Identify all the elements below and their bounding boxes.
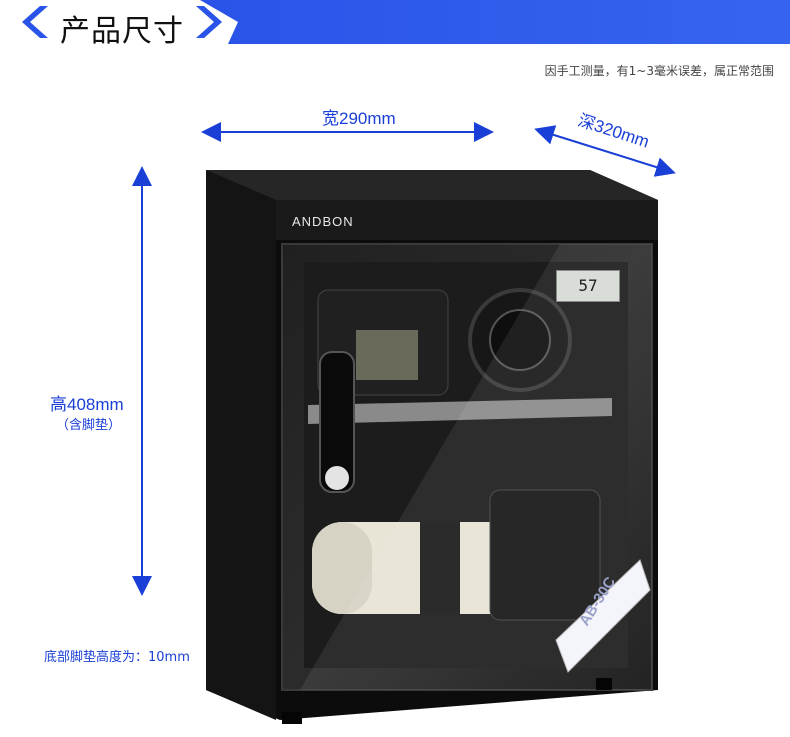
hygrometer-display: 57 bbox=[556, 270, 620, 302]
right-chevron-icon bbox=[196, 6, 222, 38]
left-chevron-icon bbox=[22, 6, 48, 38]
model-tag bbox=[555, 559, 651, 673]
foot-height-label: 底部脚垫高度为：10mm bbox=[44, 650, 190, 665]
depth-arrow bbox=[534, 125, 676, 177]
height-note: （含脚垫） bbox=[56, 418, 122, 433]
header-banner bbox=[22, 0, 790, 44]
section-title: 产品尺寸 bbox=[60, 14, 184, 49]
brand-logo: ANDBON bbox=[292, 214, 354, 229]
measurement-note: 因手工测量，有1~3毫米误差，属正常范围 bbox=[544, 64, 774, 78]
width-label: 宽290mm bbox=[322, 109, 396, 128]
height-label: 高408mm bbox=[50, 395, 124, 414]
